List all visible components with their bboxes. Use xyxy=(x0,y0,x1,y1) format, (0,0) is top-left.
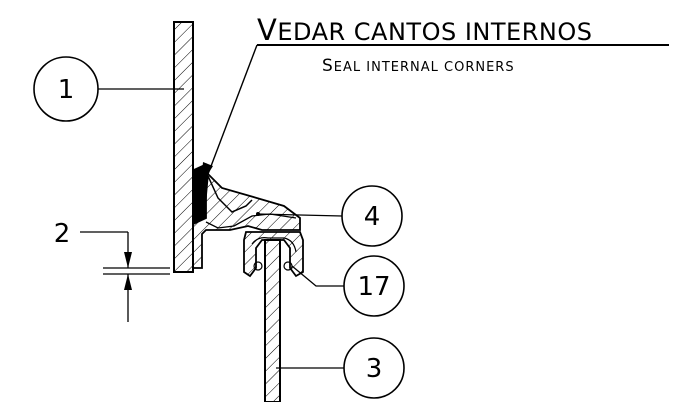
panel-3 xyxy=(264,239,281,402)
title-sub-rest: EAL INTERNAL CORNERS xyxy=(334,60,515,75)
panel-1 xyxy=(173,21,194,273)
title-sub: SEAL INTERNAL CORNERS xyxy=(322,56,515,76)
callout-3: 3 xyxy=(276,337,405,399)
callout-4-label: 4 xyxy=(364,202,381,232)
title-leader xyxy=(204,44,258,183)
title-block: VEDAR CANTOS INTERNOS SEAL INTERNAL CORN… xyxy=(201,13,669,185)
clip-bead-left xyxy=(253,261,263,271)
title-main-rest: EDAR CANTOS INTERNOS xyxy=(277,18,592,46)
dimension-2: 2 xyxy=(54,219,170,322)
title-main: VEDAR CANTOS INTERNOS xyxy=(257,13,592,47)
callout-17-leader xyxy=(291,265,344,287)
gasket-fin xyxy=(207,175,253,213)
callout-1-label: 1 xyxy=(58,75,75,105)
callout-17-label: 17 xyxy=(357,272,390,302)
callout-4-leader xyxy=(257,213,343,217)
panel-3-section xyxy=(264,239,281,402)
dimension-2-label: 2 xyxy=(54,219,71,249)
title-main-first: V xyxy=(257,13,277,47)
dimension-2-arrow-down xyxy=(124,252,132,268)
clip-body xyxy=(243,231,304,278)
panel-1-section xyxy=(173,21,194,273)
callout-4: 4 xyxy=(257,185,403,247)
callout-3-label: 3 xyxy=(366,354,383,384)
gasket-body xyxy=(192,169,301,269)
clip-inner-curve xyxy=(251,237,297,253)
title-sub-first: S xyxy=(322,56,334,76)
callout-17: 17 xyxy=(291,255,405,317)
callout-1: 1 xyxy=(33,56,184,122)
